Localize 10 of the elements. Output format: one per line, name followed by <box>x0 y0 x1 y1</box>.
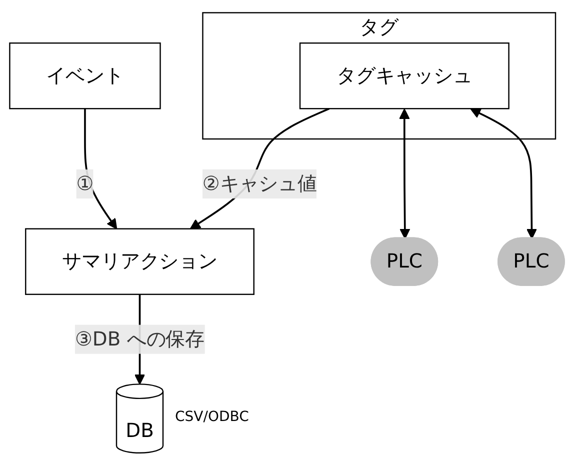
arrow <box>190 107 330 229</box>
arrow <box>470 108 538 239</box>
arrow <box>399 108 410 239</box>
node-box: タグキャッシュ <box>299 42 510 109</box>
edge-label: ① <box>76 171 94 194</box>
edge-label: ②キャシュ値 <box>202 171 317 194</box>
edge-label: ③DB への保存 <box>74 326 205 350</box>
node-caption: CSV/ODBC <box>174 409 249 426</box>
node-box: サマリアクション <box>25 228 254 295</box>
node-box: イベント <box>9 42 161 109</box>
